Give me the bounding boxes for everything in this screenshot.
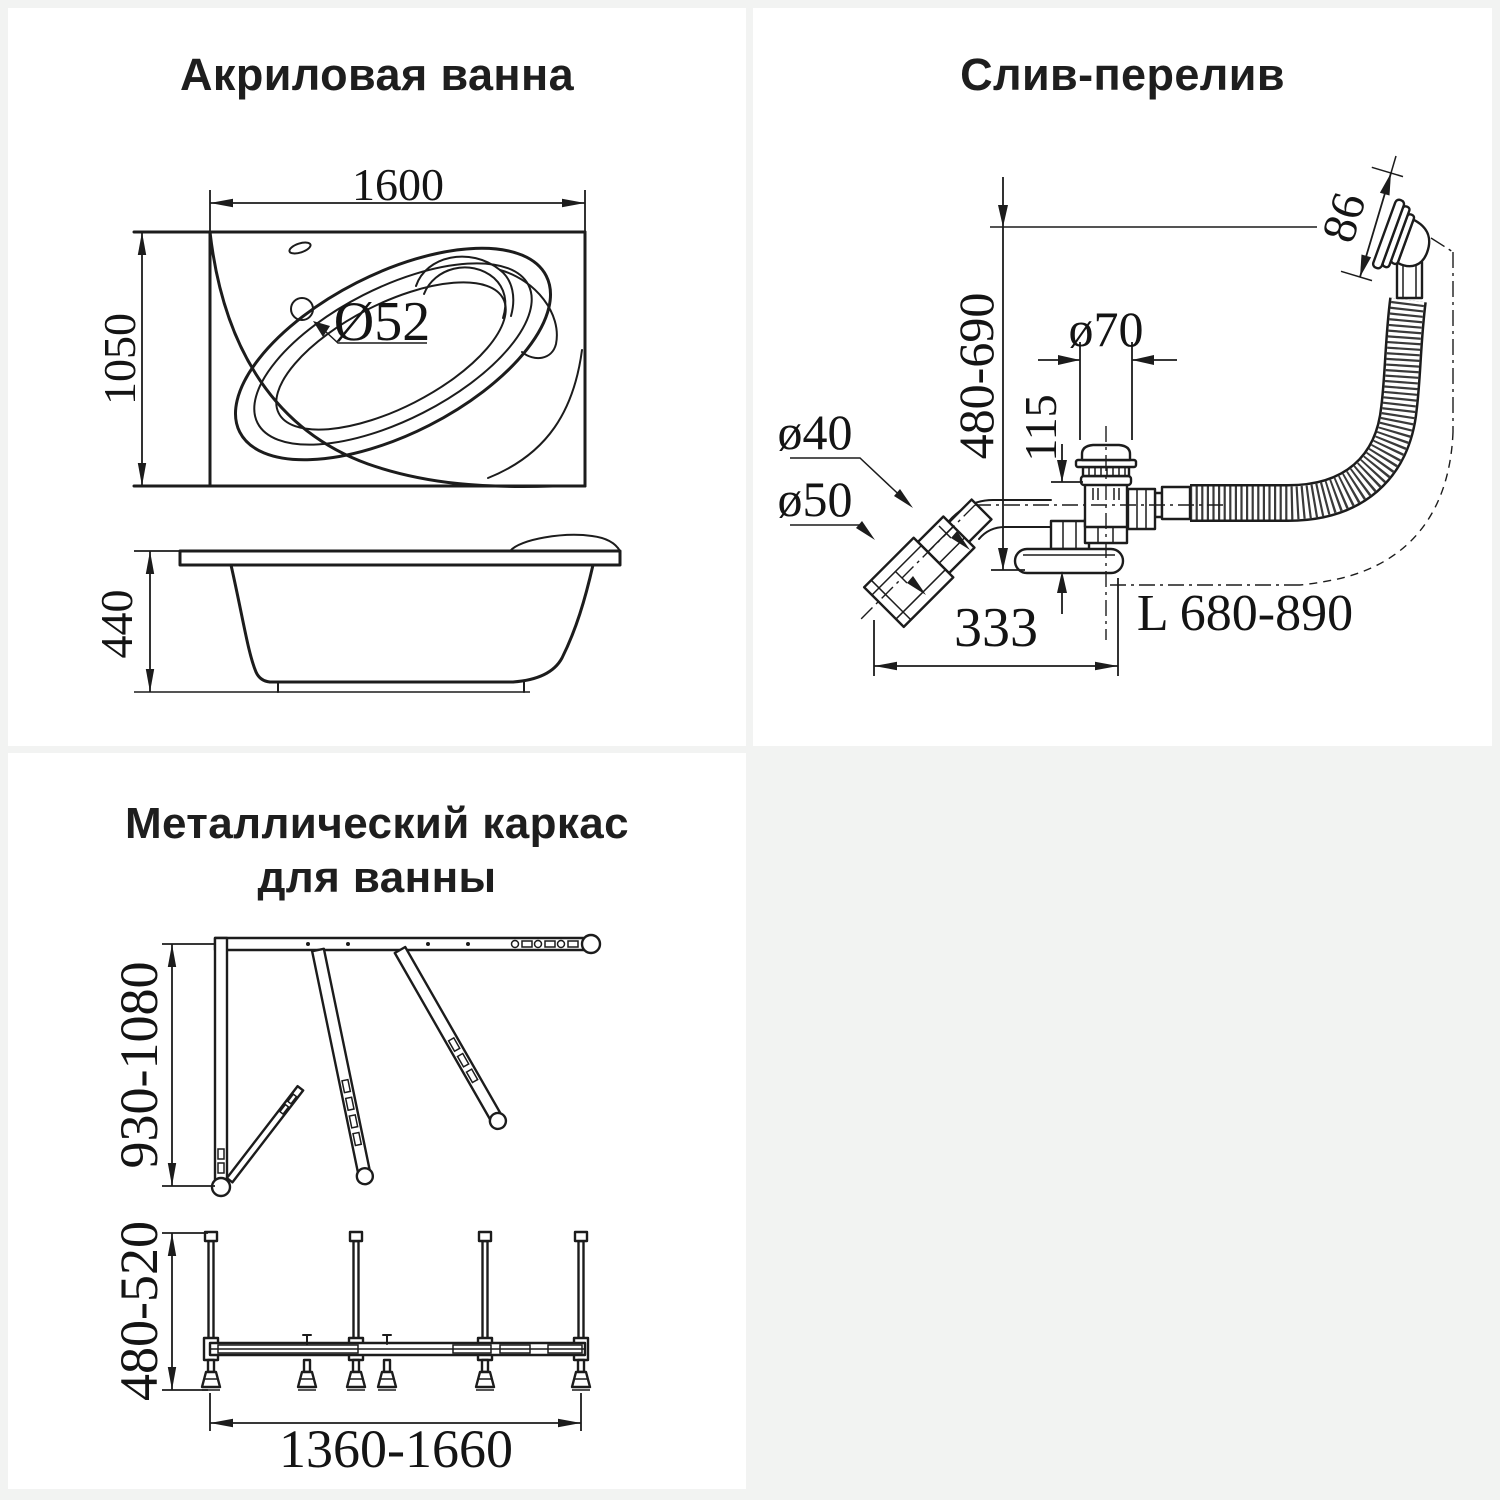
bathtub-top-view [132,230,587,489]
panel-bathtub: Акриловая ванна [8,8,746,746]
panel-frame: Металлический каркас для ванны [8,753,746,1489]
frame-strut-3 [225,1084,305,1184]
dim-pipe-40: ø40 [778,404,853,460]
bathtub-side-view [134,533,622,693]
panel-drain: Слив-перелив [753,8,1492,746]
dim-horizontal-length: 333 [954,597,1038,659]
drain-flange [1013,547,1125,575]
frame-top-view [210,933,602,1198]
dim-cap-diameter: ø70 [1069,301,1144,357]
dim-height: 440 [91,590,142,659]
overflow-slot [288,241,312,255]
frame-dimensions: 930-1080 480-520 1360-1660 [109,943,582,1479]
dim-height-range: 480-690 [948,293,1004,460]
drain-cap [1080,443,1132,462]
bathtub-drawing: 1600 1050 Ø52 440 [91,159,622,693]
headrest-outline [415,255,515,317]
dim-overflow-width: 86 [1312,187,1377,248]
drain-fitting [1013,443,1192,575]
drain-dimensions: 480-690 ø70 115 ø40 ø50 [778,155,1404,676]
dim-offset: 115 [1015,394,1066,461]
drain-hole [290,297,314,321]
frame-strut-2 [393,945,508,1131]
frame-title-line-1: Металлический каркас [124,799,630,848]
frame-title: Металлический каркас для ванны [8,797,746,904]
frame-side-view [200,1230,592,1392]
drain-hose [1190,297,1427,522]
bathtub-dimensions: 1600 1050 Ø52 440 [91,159,586,692]
dim-frame-height-range: 930-1080 [109,962,169,1169]
dim-pipe-50: ø50 [778,471,853,527]
overflow-head [1371,198,1431,300]
dim-width: 1050 [94,313,145,405]
drain-drawing: 480-690 ø70 115 ø40 ø50 [778,155,1454,676]
frame-title-line-2: для ванны [257,852,497,902]
drain-centerlines [857,237,1454,640]
pillow-outline [509,533,621,552]
frame-drawing: 930-1080 480-520 1360-1660 [109,933,602,1479]
bathtub-title: Акриловая ванна [180,49,574,100]
dim-hose-length: L 680-890 [1137,585,1353,642]
frame-strut-1 [310,947,375,1186]
dim-frame-leg-range: 480-520 [109,1221,169,1401]
dim-drain-diameter: Ø52 [334,291,430,353]
dim-frame-length-range: 1360-1660 [279,1419,513,1479]
dim-length: 1600 [352,159,444,210]
drain-title: Слив-перелив [960,49,1285,100]
